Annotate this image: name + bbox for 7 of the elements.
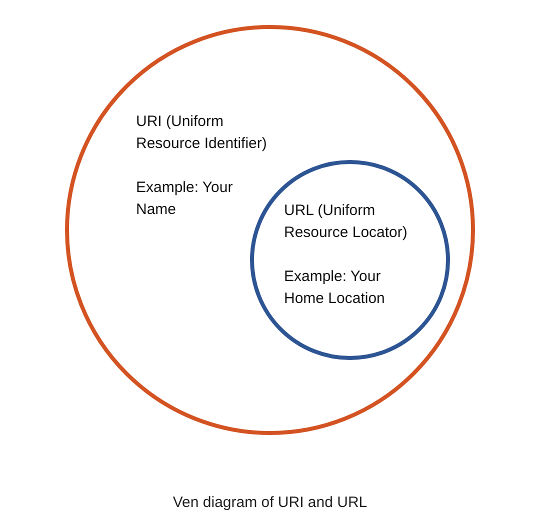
set-label: URI (Uniform Resource Identifier) [136,112,268,154]
example-text: Example: Your Name [136,178,234,220]
venn-circle [65,25,475,435]
caption: Ven diagram of URI and URL [172,494,368,511]
example-text: Example: Your Home Location [284,267,386,309]
set-label: URL (Uniform Resource Locator) [284,201,408,243]
venn-circle [250,160,450,360]
